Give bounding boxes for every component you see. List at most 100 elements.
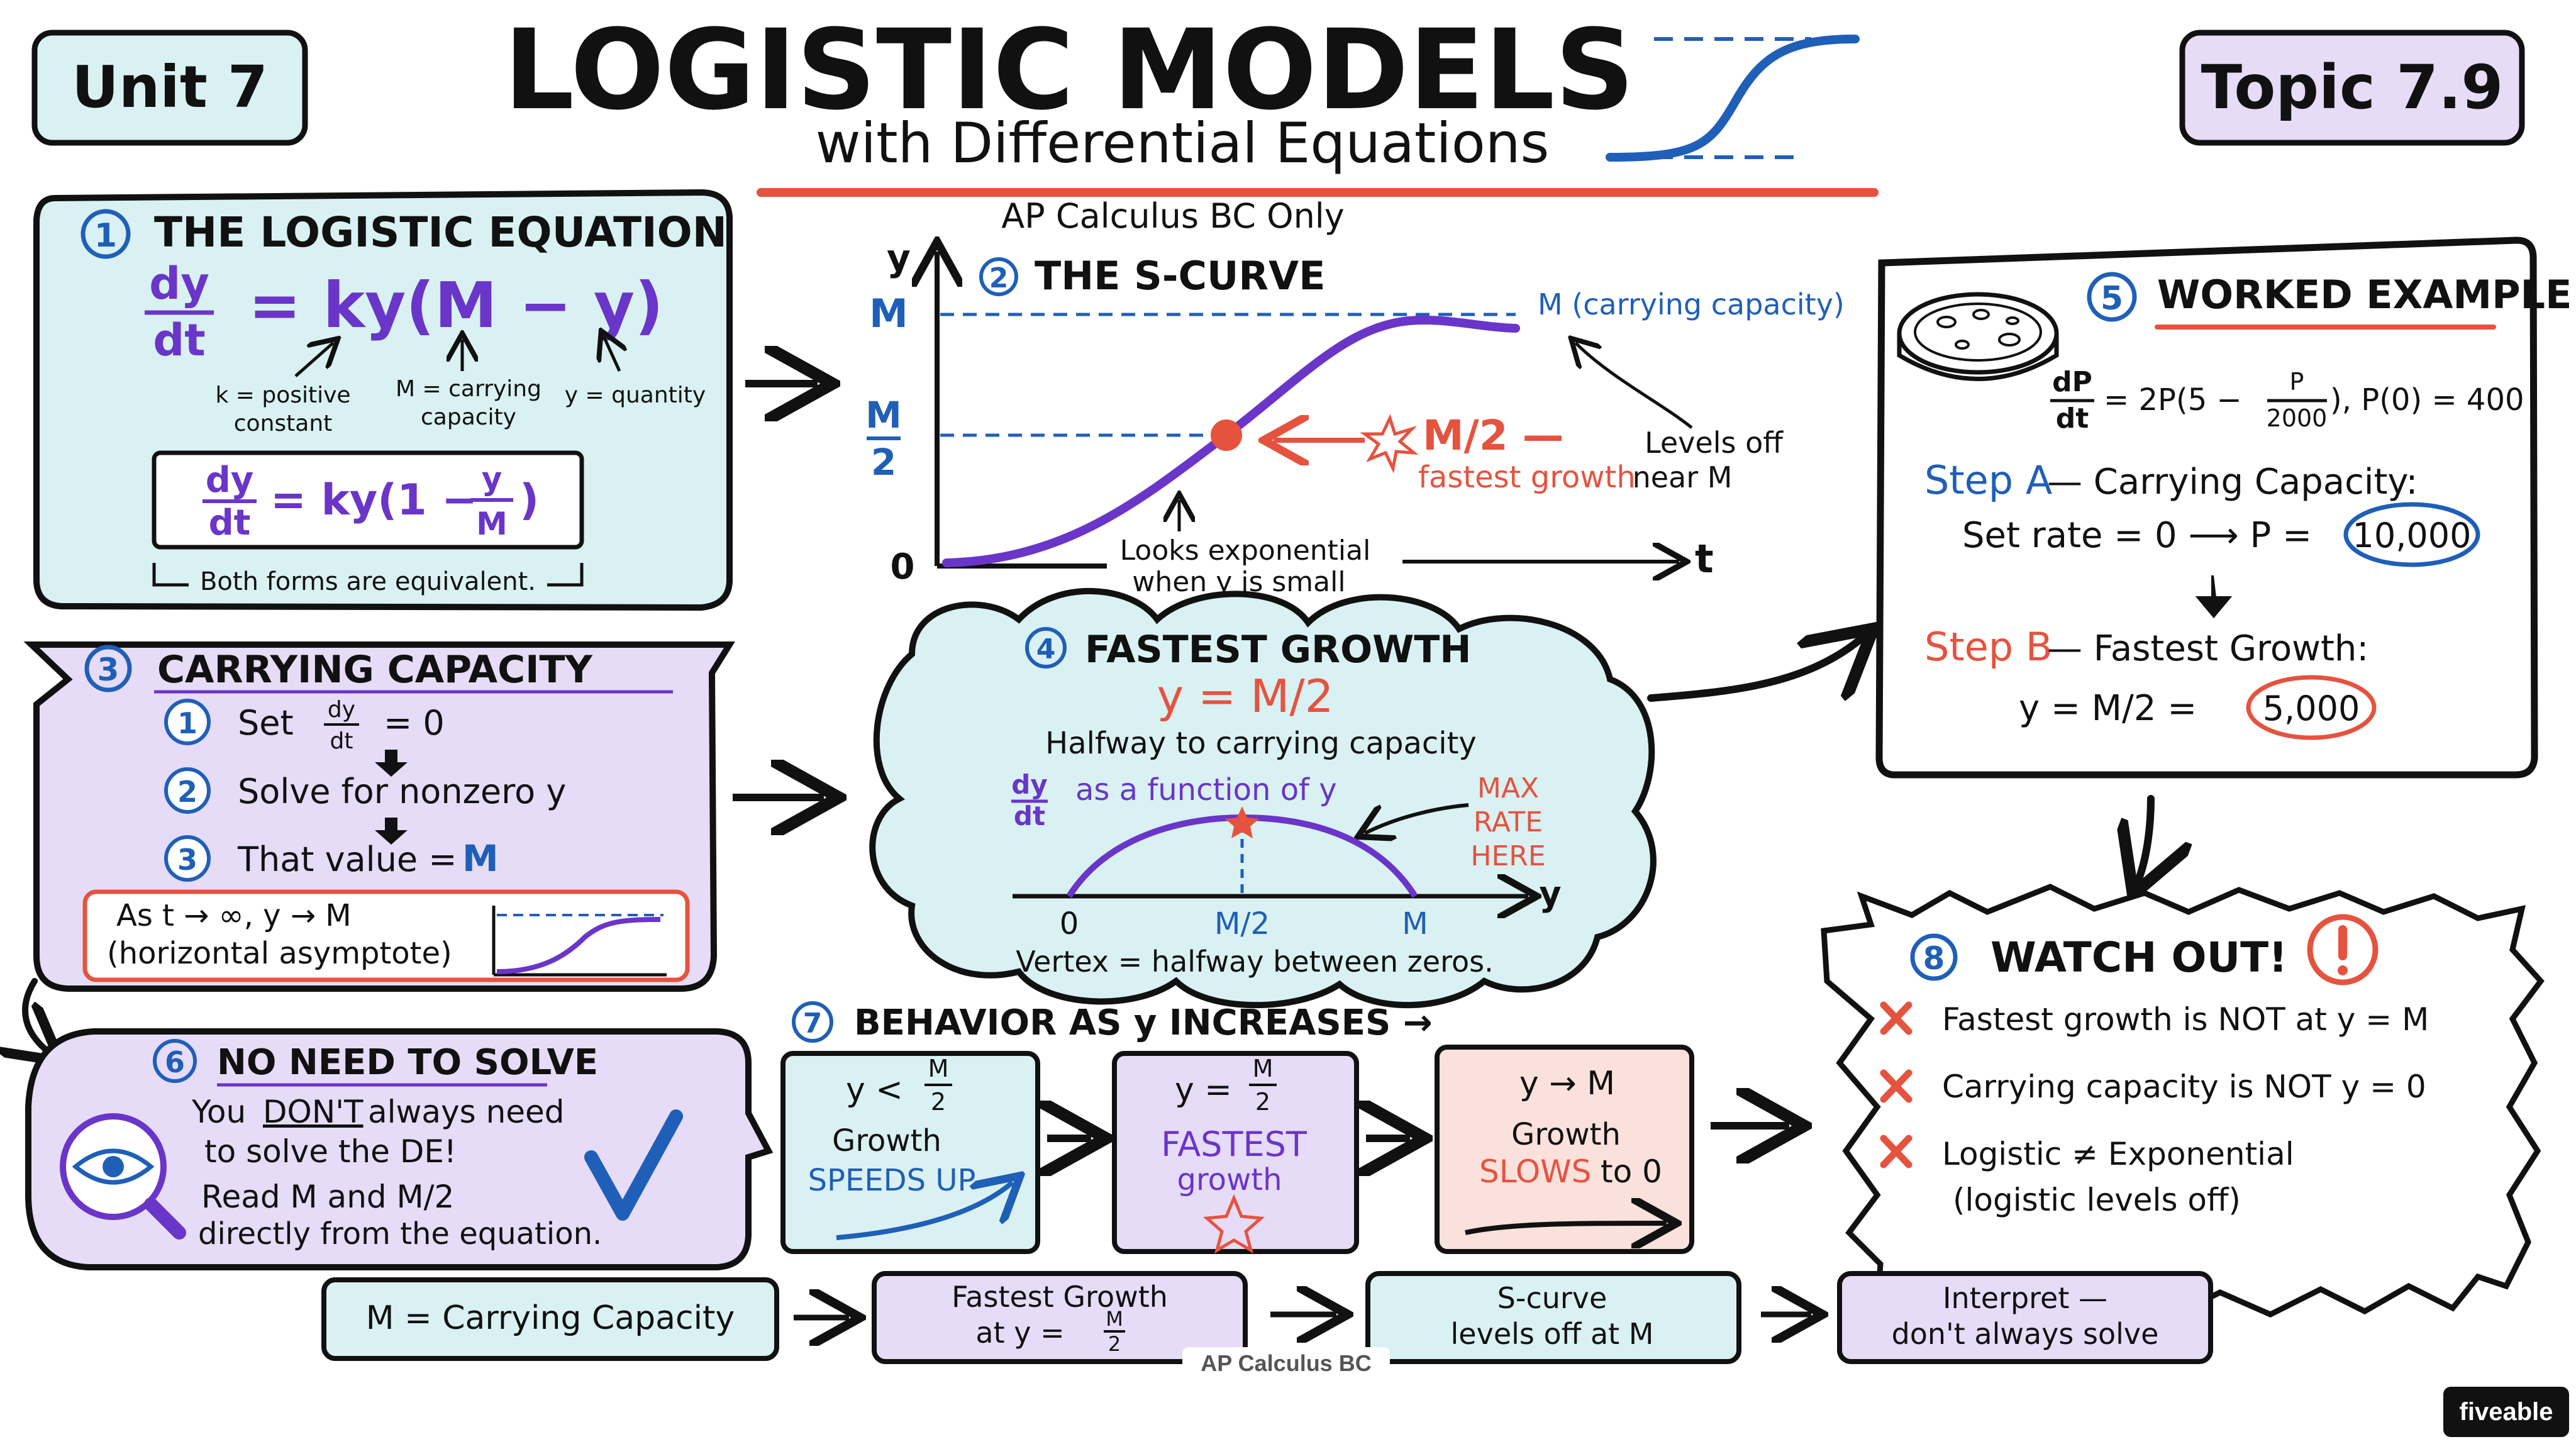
s-curve-M2-top: M	[865, 394, 902, 436]
s6-line1-a: You	[191, 1094, 246, 1130]
s-curve-zero: 0	[891, 547, 915, 587]
x-icon	[1880, 1001, 1913, 1035]
label-y: y = quantity	[565, 382, 706, 408]
section3-number: 3	[97, 652, 119, 688]
alt-dy: dy	[206, 460, 254, 501]
s4-func-label: as a function of y	[1075, 772, 1337, 808]
section4-title: FASTEST GROWTH	[1085, 628, 1471, 672]
slows-arrow	[1465, 1223, 1667, 1233]
arrow-levels-off	[1575, 343, 1693, 429]
petri-dish-icon	[1897, 292, 2059, 381]
label-M-line2: capacity	[421, 404, 516, 430]
stepA-work: Set rate = 0 ⟶ P =	[1962, 515, 2312, 556]
footer-caption: AP Calculus BC	[1201, 1350, 1371, 1376]
s-curve-M-tick: M	[869, 291, 908, 336]
summary-chip-4	[1837, 1271, 2213, 1364]
vertex-star-icon	[1225, 806, 1259, 838]
alt-rhs-left: = ky(1 −	[270, 475, 477, 525]
section3-title: CARRYING CAPACITY	[157, 648, 593, 692]
s6-line4: directly from the equation.	[198, 1216, 602, 1252]
step-down-arrow-2	[375, 818, 408, 845]
max-rate-line3: HERE	[1470, 840, 1545, 872]
step1-num: 1	[177, 706, 197, 740]
s-curve-line	[942, 315, 1520, 567]
step3-pre: That value =	[237, 840, 457, 879]
label-k-line1: k = positive	[215, 382, 350, 408]
arrow-max-rate	[1365, 803, 1469, 833]
x-icon	[1880, 1069, 1913, 1103]
step3-badge	[164, 835, 211, 882]
step1-frac-bottom: dt	[330, 728, 353, 754]
summary-chip-3-line1: S-curve	[1497, 1281, 1607, 1315]
we-eq-mid: = 2P(5 −	[2104, 382, 2242, 418]
summary-frac-top: M	[1106, 1307, 1123, 1331]
stepB-answer: 5,000	[2263, 689, 2360, 728]
levels-off-line1: Levels off	[1645, 426, 1784, 460]
s6-line1-b: DON'T	[263, 1094, 364, 1130]
step1-frac-top: dy	[328, 697, 355, 723]
section8-title: WATCH OUT!	[1990, 933, 2287, 982]
alt-frac-bottom: M	[476, 506, 508, 542]
s4-tick-mid: M/2	[1214, 906, 1270, 941]
page-subtitle: with Differential Equations	[816, 111, 1550, 175]
summary-chip-1-text: M = Carrying Capacity	[366, 1299, 735, 1337]
section-logistic-equation: 1 THE LOGISTIC EQUATION dy dt = ky(M − y…	[33, 189, 733, 611]
s6-line3: Read M and M/2	[201, 1179, 454, 1215]
summary-chip-2-line2: at y =	[975, 1316, 1064, 1350]
step2-num: 2	[177, 775, 197, 809]
topic-badge: Topic 7.9	[2179, 30, 2525, 146]
limit-line2: (horizontal asymptote)	[107, 936, 452, 971]
watch-item-2: Carrying capacity is NOT y = 0	[1942, 1069, 2426, 1105]
watch-item-3: Logistic ≠ Exponential	[1942, 1136, 2294, 1172]
step3-post: M	[462, 837, 499, 880]
section2-title: THE S-CURVE	[1035, 253, 1325, 299]
eq-rhs: = ky(M − y)	[248, 269, 663, 342]
we-dP: dP	[2052, 366, 2092, 398]
summary-chip-4-line2: don't always solve	[1892, 1317, 2159, 1351]
summary-chip-2-line1: Fastest Growth	[952, 1280, 1168, 1314]
speeds-up-arrow	[836, 1182, 1013, 1240]
section3-number-badge	[84, 645, 132, 692]
s-curve-M2-bottom: 2	[871, 441, 896, 484]
section-carrying-capacity: 3 CARRYING CAPACITY 1 Set dy dt = 0 2 So…	[23, 641, 735, 992]
section4-line1: Halfway to carrying capacity	[1045, 726, 1477, 761]
s-curve-x-label: t	[1695, 536, 1714, 582]
page-title: LOGISTIC MODELS	[504, 6, 1635, 135]
box3-line1: Growth	[1511, 1117, 1621, 1152]
unit-badge-text: Unit 7	[72, 53, 268, 121]
section1-title: THE LOGISTIC EQUATION	[154, 208, 727, 257]
summary-chip-1	[321, 1277, 779, 1361]
stepA-answer: 10,000	[2353, 516, 2472, 555]
section4-number: 4	[1036, 633, 1056, 665]
section-behavior: 7 BEHAVIOR AS y INCREASES → y < M 2 Grow…	[780, 1001, 1694, 1254]
section-s-curve: y t 0 M M 2 2 THE S-CURVE M (carrying ca…	[865, 236, 1845, 598]
summary-chip-4-line1: Interpret —	[1943, 1281, 2107, 1315]
caption-backdrop	[1182, 1347, 1390, 1380]
section-fastest-growth: 4 FASTEST GROWTH y = M/2 Halfway to carr…	[869, 587, 1657, 1009]
inflection-point	[1211, 419, 1242, 451]
brand-text: fiveable	[2460, 1398, 2553, 1426]
stepA-label: Step A	[1924, 457, 2052, 503]
step2-text: Solve for nonzero y	[238, 772, 566, 811]
section-no-need-to-solve: 6 NO NEED TO SOLVE You DON'T always need…	[25, 1028, 774, 1270]
x-icon	[1880, 1135, 1913, 1169]
box2-frac-top: M	[1253, 1055, 1274, 1082]
looks-exp-line1: Looks exponential	[1120, 535, 1371, 567]
section5-number: 5	[2101, 280, 2123, 318]
section5-title: WORKED EXAMPLE	[2157, 272, 2572, 318]
s-curve-logo-icon	[1606, 35, 1860, 162]
star-icon	[1202, 1194, 1265, 1254]
down-arrow-icon	[2195, 575, 2233, 619]
carrying-capacity-label: M (carrying capacity)	[1538, 287, 1845, 321]
brand-badge[interactable]: fiveable	[2443, 1387, 2569, 1437]
box1-cond: y <	[846, 1071, 903, 1109]
we-eq-end: ), P(0) = 400	[2330, 382, 2524, 418]
levels-off-line2: near M	[1633, 460, 1733, 494]
summary-chip-2	[872, 1271, 1248, 1364]
section1-number-badge	[80, 209, 131, 259]
step1-badge	[164, 699, 211, 745]
mini-s-curve-icon	[492, 906, 667, 977]
we-frac-top: P	[2290, 368, 2304, 396]
